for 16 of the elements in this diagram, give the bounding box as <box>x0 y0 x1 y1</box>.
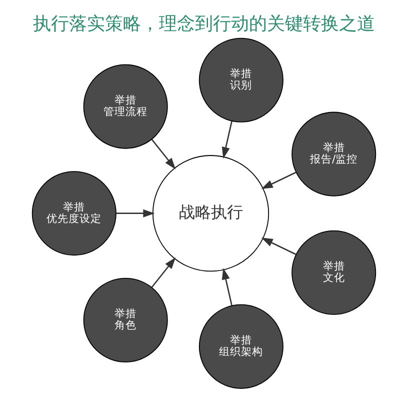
arrow <box>261 238 296 255</box>
node-circle: 举措 优先度设定 <box>32 171 116 256</box>
node-circle: 举措 角色 <box>83 278 168 362</box>
node-circle: 举措 文化 <box>292 230 376 315</box>
arrow <box>222 121 232 159</box>
node-circle: 举措 组织架构 <box>198 304 284 389</box>
diagram-title: 执行落实策略，理念到行动的关键转换之道 <box>33 13 375 34</box>
arrow <box>261 172 296 190</box>
arrow <box>151 139 176 170</box>
node-circle: 举措 识别 <box>198 38 284 122</box>
node-circle: 举措 报告/监控 <box>292 112 376 196</box>
node-circle: 战略执行 <box>152 155 270 272</box>
node-circle: 举措 管理流程 <box>83 64 168 149</box>
arrow <box>151 257 176 288</box>
arrow <box>222 268 232 306</box>
arrow <box>116 209 155 218</box>
